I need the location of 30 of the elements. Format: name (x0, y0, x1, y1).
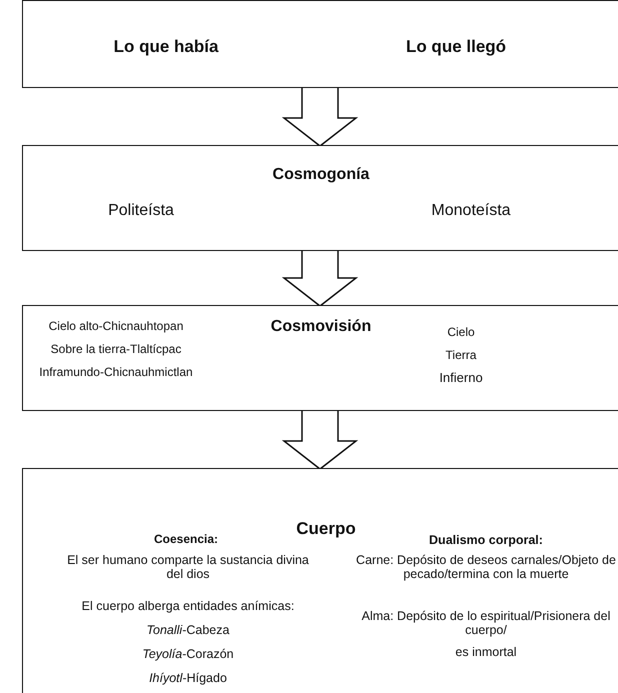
block-arrow (282, 409, 358, 470)
heading: Lo que había (112, 37, 220, 57)
process-box (22, 145, 618, 251)
heading: Lo que llegó (404, 37, 508, 57)
node-text: El ser humano comparte la sustancia divina del dios (66, 553, 310, 582)
heading: Cuerpo (295, 519, 357, 539)
heading: Cosmogonía (272, 166, 370, 184)
block-arrow (282, 249, 358, 307)
node-text: Tierra (444, 349, 478, 363)
process-box (22, 305, 618, 411)
node-text: Cielo (446, 326, 476, 340)
node-text: Inframundo-Chicnauhmictlan (38, 366, 194, 380)
node-text: Alma: Depósito de lo espiritual/Prisionera del cuerpo/ (360, 609, 612, 638)
node-text: Cielo alto-Chicnauhtopan (48, 320, 184, 334)
node-text: Sobre la tierra-Tlaltícpac (50, 343, 182, 357)
node-text: es inmortal (454, 645, 518, 660)
node-text: Infierno (438, 371, 484, 386)
node-text: Ihíyotl-Hígado (148, 671, 228, 686)
block-arrow (282, 86, 358, 147)
heading: Coesencia: (152, 533, 220, 547)
node-text: El cuerpo alberga entidades anímicas: (80, 599, 296, 614)
heading: Cosmovisión (270, 318, 372, 336)
process-box (22, 468, 618, 693)
node-text: Carne: Depósito de deseos carnales/Objeto de pecado/termina con la muerte (355, 553, 617, 582)
heading: Dualismo corporal: (428, 533, 544, 548)
process-box (22, 0, 618, 88)
node-text: Teyolía-Corazón (141, 647, 235, 662)
node-text: Tonalli-Cabeza (146, 623, 230, 638)
node-text: Monoteísta (430, 202, 512, 220)
node-text: Politeísta (107, 202, 175, 220)
